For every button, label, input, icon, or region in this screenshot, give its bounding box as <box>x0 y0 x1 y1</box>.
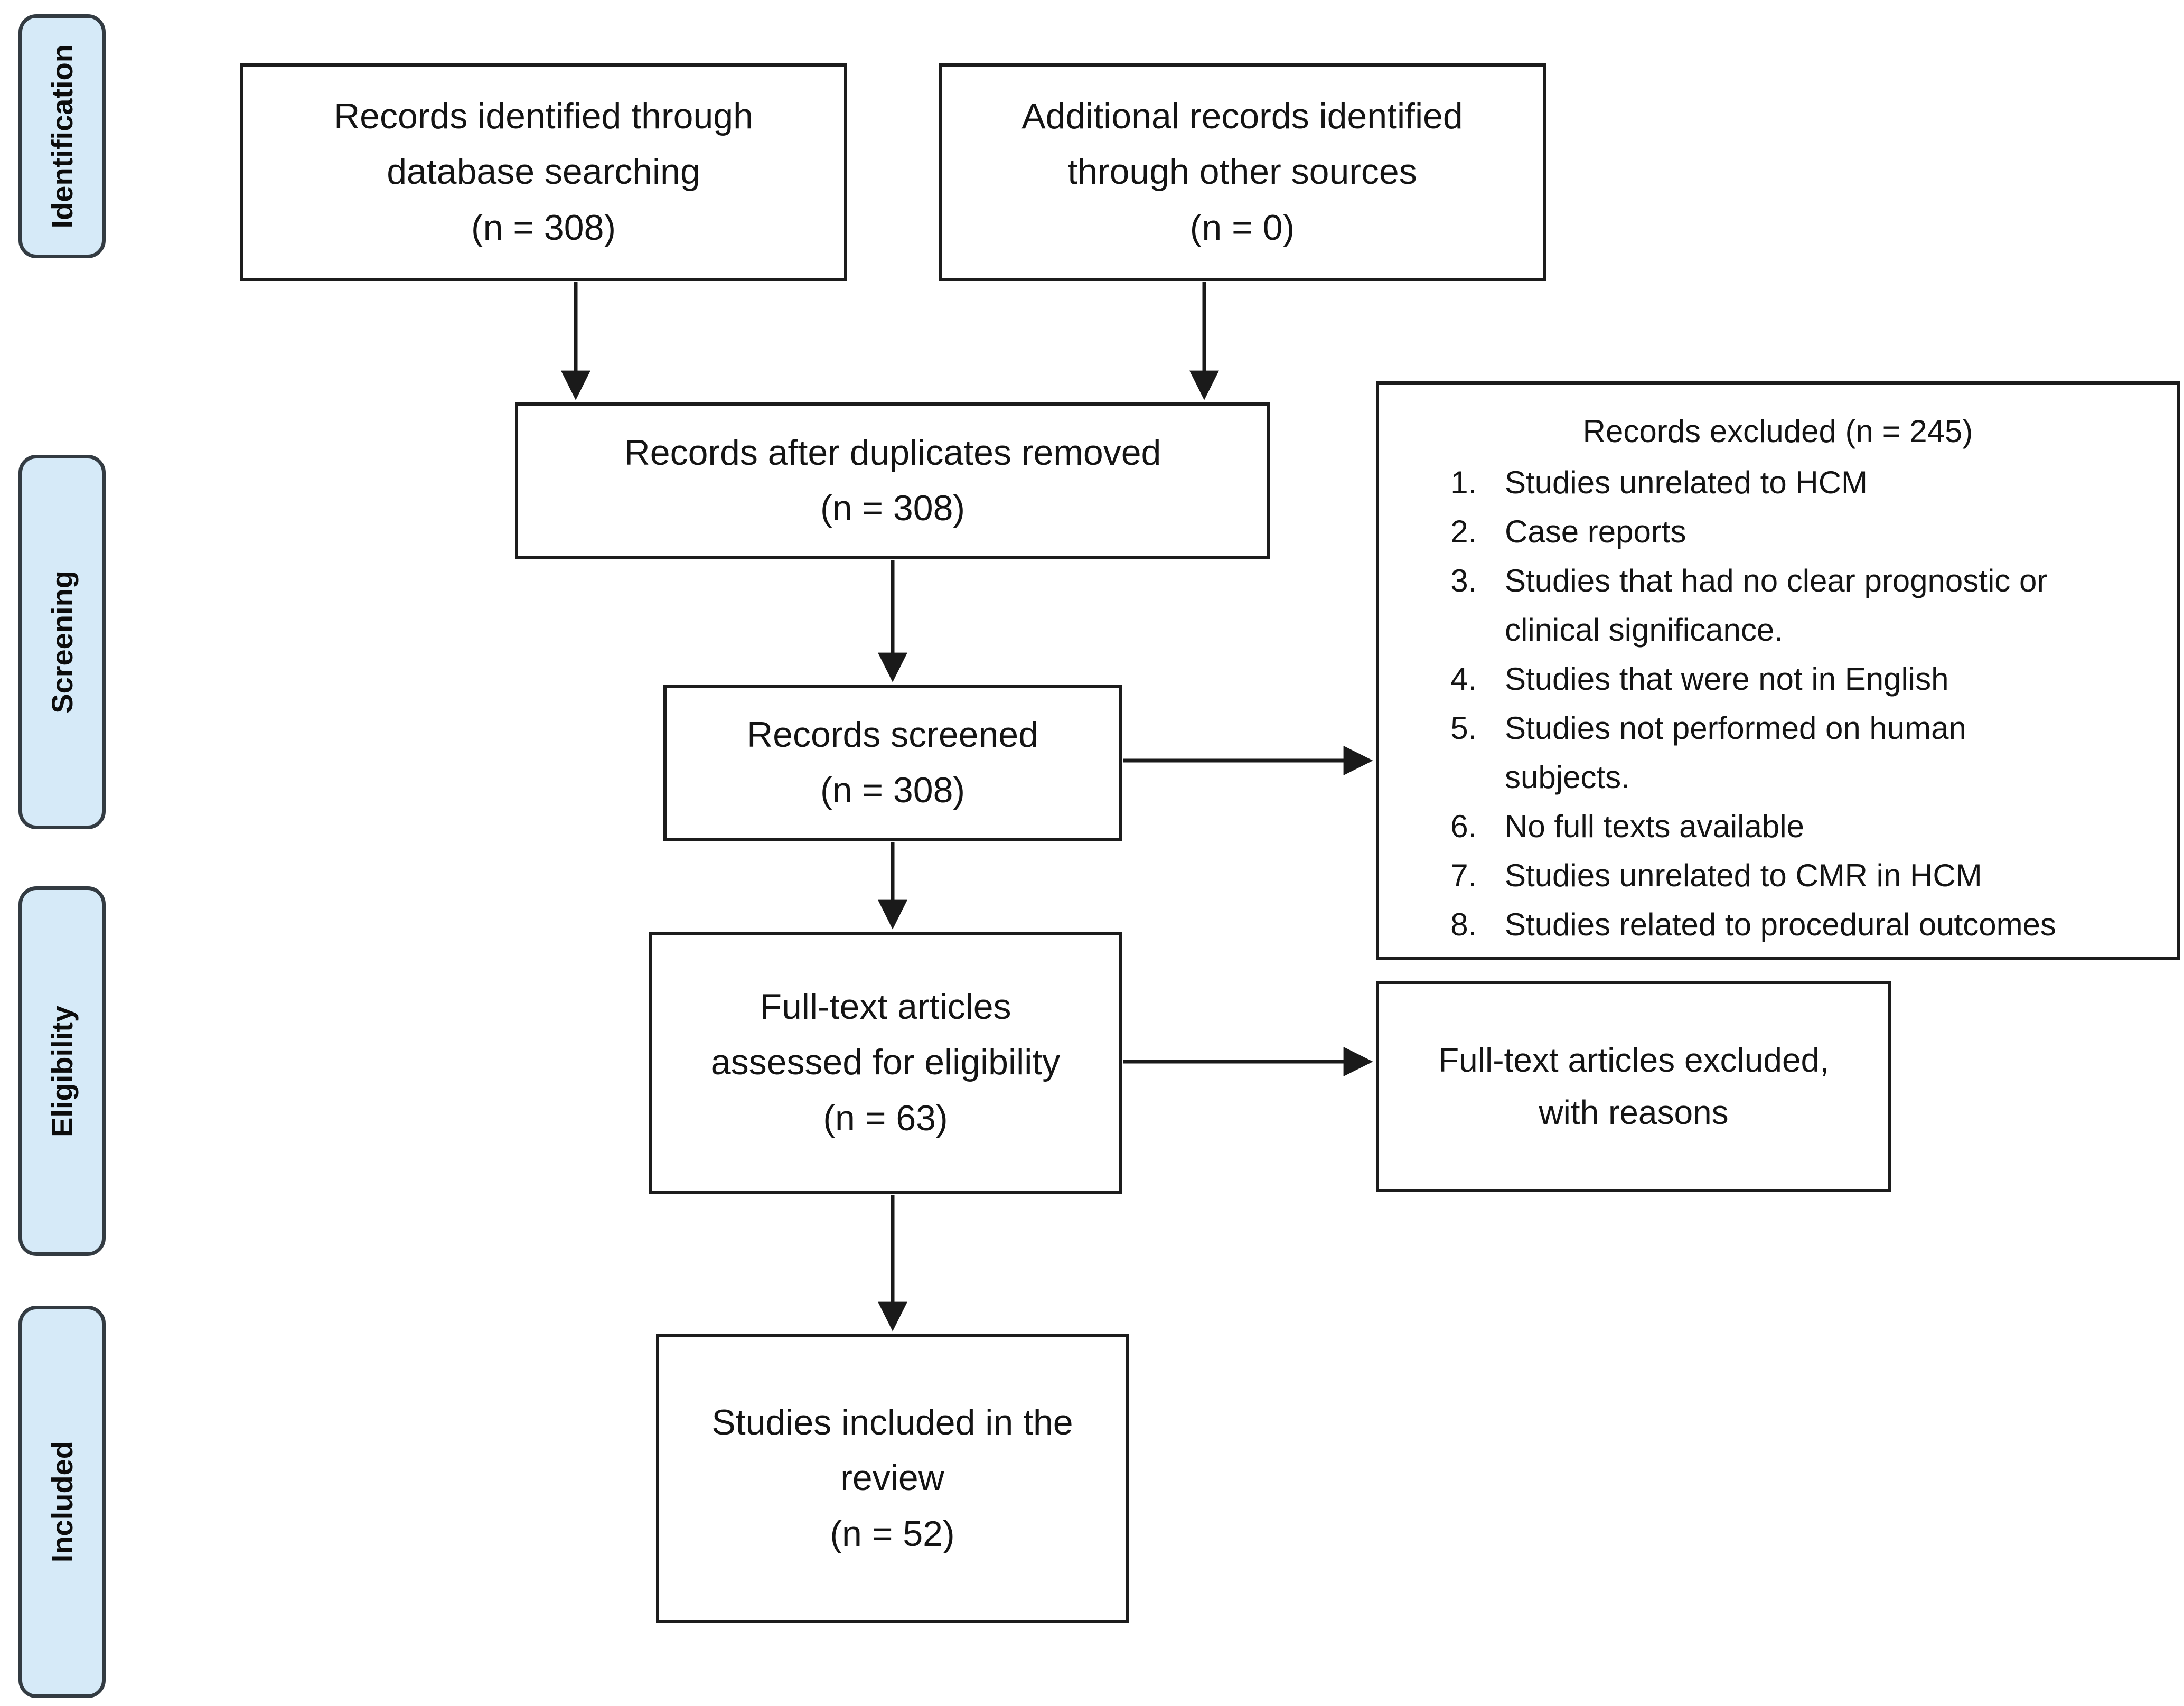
box-label: Records after duplicates removed <box>624 432 1161 473</box>
box-records-screened: Records screened (n = 308) <box>663 685 1122 841</box>
box-count: (n = 308) <box>820 488 966 528</box>
excluded-reason: Studies related to procedural outcomes <box>1486 900 2149 949</box>
excluded-reasons-list: Studies unrelated to HCM Case reports St… <box>1407 458 2149 949</box>
box-count: (n = 308) <box>820 770 966 810</box>
box-count: (n = 63) <box>823 1098 948 1138</box>
box-records-excluded: Records excluded (n = 245) Studies unrel… <box>1376 381 2180 960</box>
box-label: Full-text articles excluded, with reason… <box>1438 1041 1829 1131</box>
excluded-reason: Studies unrelated to HCM <box>1486 458 2149 507</box>
excluded-reason: Studies not performed on human subjects. <box>1486 704 2149 802</box>
box-additional-records: Additional records identified through ot… <box>939 63 1546 281</box>
stage-label-identification: Identification <box>18 14 106 258</box>
box-label: Studies included in the review <box>711 1402 1073 1498</box>
stage-label-text: Screening <box>45 570 79 714</box>
stage-label-text: Included <box>45 1441 79 1563</box>
box-count: (n = 308) <box>471 207 616 248</box>
stage-label-text: Identification <box>45 44 79 229</box>
stage-label-screening: Screening <box>18 455 106 829</box>
stage-label-included: Included <box>18 1306 106 1698</box>
box-fulltext-excluded: Full-text articles excluded, with reason… <box>1376 981 1891 1192</box>
excluded-reason: Studies that were not in English <box>1486 654 2149 704</box>
excluded-reason: No full texts available <box>1486 802 2149 851</box>
box-fulltext-assessed: Full-text articles assessed for eligibil… <box>649 932 1122 1194</box>
box-count: (n = 0) <box>1189 207 1295 248</box>
box-count: (n = 52) <box>830 1513 955 1554</box>
excluded-reason: Case reports <box>1486 507 2149 556</box>
excluded-reason: Studies unrelated to CMR in HCM <box>1486 851 2149 900</box>
box-label: Additional records identified through ot… <box>1021 96 1463 192</box>
stage-label-text: Eligibility <box>45 1005 79 1137</box>
box-studies-included: Studies included in the review (n = 52) <box>656 1334 1129 1623</box>
box-label: Records identified through database sear… <box>334 96 753 192</box>
box-label: Full-text articles assessed for eligibil… <box>710 986 1061 1083</box>
excluded-reason: Studies that had no clear prognostic or … <box>1486 556 2149 654</box>
excluded-title: Records excluded (n = 245) <box>1582 414 1973 449</box>
box-records-identified: Records identified through database sear… <box>240 63 847 281</box>
box-records-after-duplicates-removed: Records after duplicates removed (n = 30… <box>515 402 1270 559</box>
stage-label-eligibility: Eligibility <box>18 886 106 1256</box>
box-label: Records screened <box>747 714 1038 755</box>
